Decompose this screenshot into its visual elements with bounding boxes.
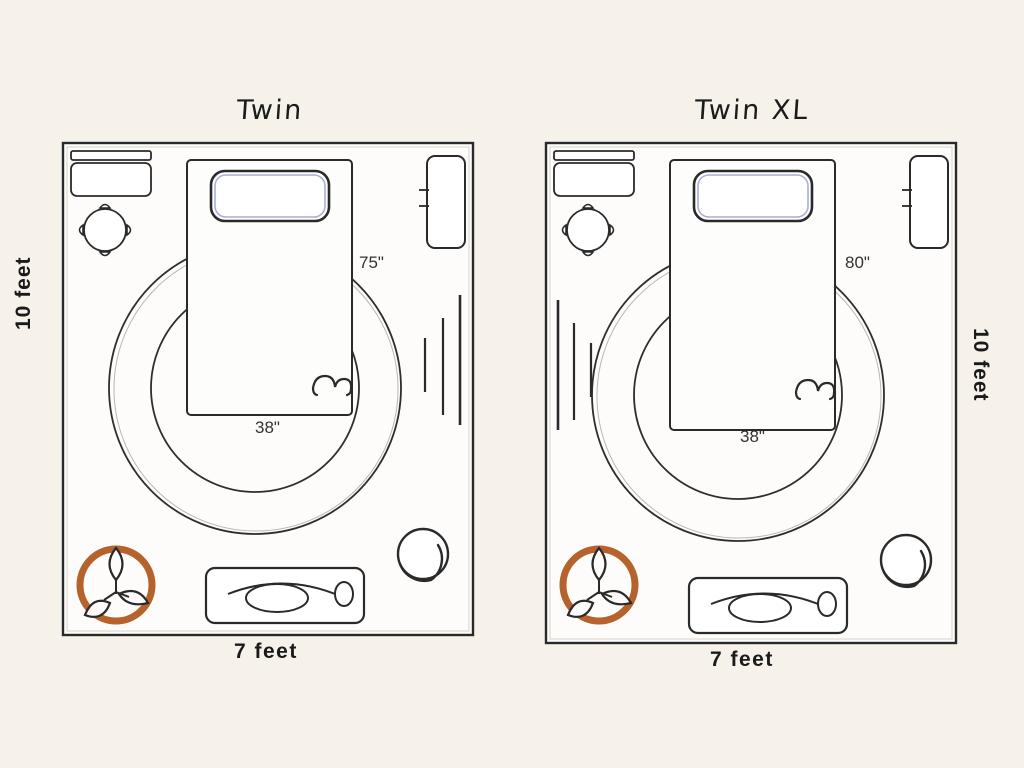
vanity-sink-twin-xl (687, 576, 849, 635)
room-inner-wall-twin (66, 146, 470, 632)
bed-twin-xl (669, 159, 836, 431)
room-depth-label-left: 10 feet (12, 256, 35, 330)
room-width-label-twin-xl: 7 feet (710, 648, 774, 671)
round-chair-twin-xl (879, 533, 933, 589)
pillow-twin (209, 169, 331, 223)
floorplan-twin-xl (544, 141, 958, 645)
window-blinds-twin (423, 295, 462, 425)
bed-length-label-twin: 75" (359, 253, 384, 272)
bed-length-label-twin-xl: 80" (845, 253, 870, 272)
window-blinds-twin-xl (556, 300, 593, 430)
floorplan-twin (61, 141, 475, 637)
dresser-twin (70, 150, 152, 197)
blanket-fold-twin (311, 374, 353, 397)
room-depth-label-right: 10 feet (969, 328, 992, 402)
blanket-fold-twin-xl (794, 378, 836, 401)
room-title-twin: Twin (235, 95, 305, 126)
wardrobe-twin (419, 155, 466, 249)
plant-logo-twin-xl (559, 545, 639, 625)
bed-twin (186, 159, 353, 416)
dresser-twin-xl (553, 150, 635, 197)
bed-width-label-twin-xl: 38" (740, 427, 765, 446)
wardrobe-twin-xl (902, 155, 949, 249)
pillow-twin-xl (692, 169, 814, 223)
round-table-twin (78, 203, 132, 257)
round-chair-twin (396, 527, 450, 583)
vanity-sink-twin (204, 566, 366, 625)
bed-width-label-twin: 38" (255, 418, 280, 437)
round-table-twin-xl (561, 203, 615, 257)
room-title-twin-xl: Twin XL (693, 95, 811, 126)
room-inner-wall-twin-xl (549, 146, 953, 640)
room-width-label-twin: 7 feet (234, 640, 298, 663)
plant-logo-twin (76, 545, 156, 625)
